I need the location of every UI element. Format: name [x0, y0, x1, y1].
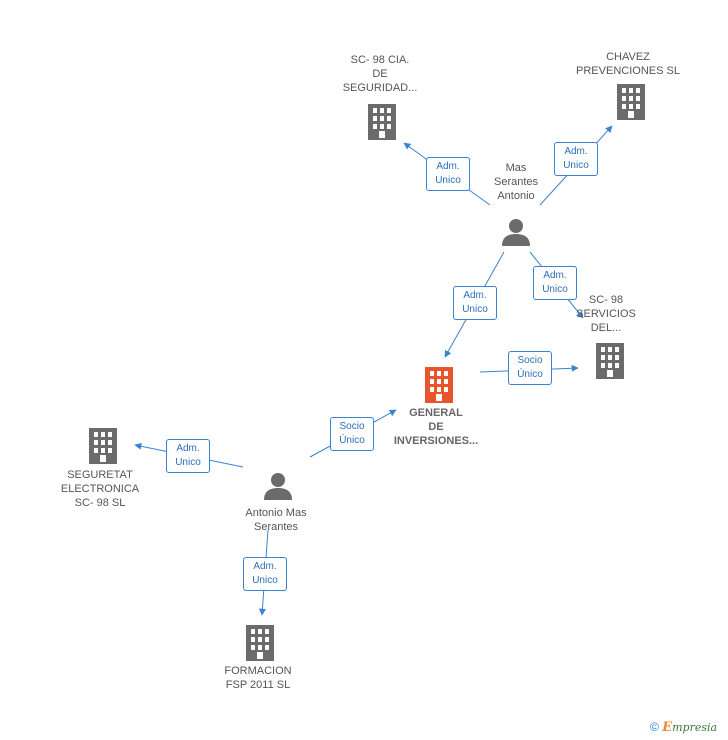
- node-label-sc98-servicios[interactable]: SC- 98 SERVICIOS DEL...: [576, 294, 636, 334]
- node-label-sc98-cia[interactable]: SC- 98 CIA. DE SEGURIDAD...: [342, 54, 418, 94]
- node-label-chavez-prevenciones[interactable]: CHAVEZ PREVENCIONES SL: [576, 51, 680, 77]
- relation-badge: Adm. Unico: [554, 142, 598, 176]
- person-icon[interactable]: [502, 219, 530, 246]
- building-icon[interactable]: [87, 428, 119, 464]
- relation-badge: Adm. Unico: [426, 157, 470, 191]
- building-icon[interactable]: [594, 343, 626, 379]
- person-icon[interactable]: [264, 473, 292, 500]
- building-icon[interactable]: [615, 84, 647, 120]
- node-label-general-de-inversiones[interactable]: GENERAL DE INVERSIONES...: [393, 407, 479, 447]
- relation-badge: Socio Único: [508, 351, 552, 385]
- relation-badge: Adm. Unico: [166, 439, 210, 473]
- node-label-person-antonio-mas-serantes[interactable]: Antonio Mas Serantes: [245, 507, 307, 533]
- node-label-formacion-fsp[interactable]: FORMACION FSP 2011 SL: [224, 665, 292, 691]
- empresia-logo: Empresia: [662, 720, 718, 735]
- node-label-person-mas-serantes-antonio[interactable]: Mas Serantes Antonio: [493, 162, 539, 202]
- relation-badge: Adm. Unico: [533, 266, 577, 300]
- copyright-icon: ©: [650, 720, 659, 734]
- relation-badge: Socio Único: [330, 417, 374, 451]
- footer-branding: © Empresia: [650, 720, 717, 735]
- building-icon[interactable]: [423, 367, 455, 403]
- node-label-seguretat-electronica[interactable]: SEGURETAT ELECTRONICA SC- 98 SL: [60, 469, 140, 509]
- building-icon[interactable]: [244, 625, 276, 661]
- relation-badge: Adm. Unico: [243, 557, 287, 591]
- relation-badge: Adm. Unico: [453, 286, 497, 320]
- building-icon[interactable]: [366, 104, 398, 140]
